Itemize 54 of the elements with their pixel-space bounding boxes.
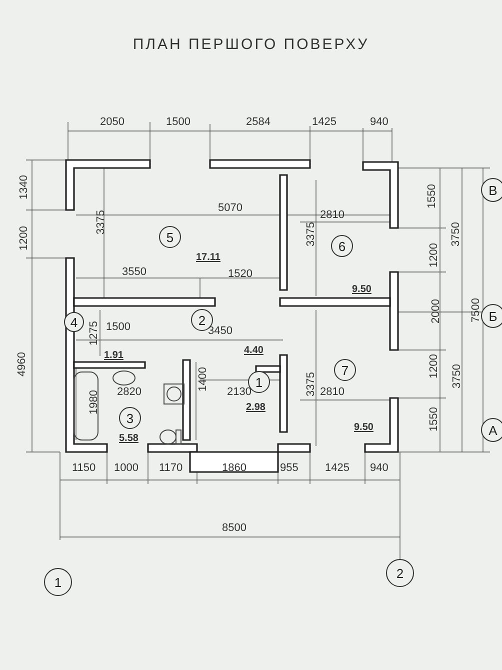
room-number: 5 <box>159 226 181 248</box>
room-number: 7 <box>334 359 356 381</box>
dimension-value: 3750 <box>450 222 462 246</box>
room-area: 9.50 <box>352 284 372 295</box>
dimension-value: 3550 <box>122 266 146 278</box>
dimension-value: 1200 <box>428 243 440 268</box>
dimension-value: 1200 <box>18 226 30 250</box>
dimension-value: 7500 <box>470 298 482 322</box>
plan-title: ПЛАН ПЕРШОГО ПОВЕРХУ <box>132 36 370 53</box>
dimension-value: 940 <box>370 116 388 128</box>
room-number: 3 <box>119 407 141 429</box>
dimension-value: 1200 <box>428 354 440 378</box>
dimension-value: 1500 <box>106 321 130 333</box>
dimension-value: 2810 <box>320 386 344 398</box>
axis-marker: А <box>481 418 502 442</box>
dimension-value: 1550 <box>426 184 438 208</box>
dimension-value: 1275 <box>88 321 100 346</box>
dimension-value: 1425 <box>312 116 336 128</box>
axis-marker: 1 <box>44 568 72 596</box>
dimension-value: 1500 <box>166 116 190 128</box>
dimension-value: 3375 <box>305 372 317 396</box>
room-area: 4.40 <box>244 345 264 356</box>
dimension-value: 3375 <box>95 210 107 234</box>
axis-marker: Б <box>481 304 502 328</box>
dimension-value: 3375 <box>305 222 317 246</box>
room-area: 17.11 <box>196 252 220 263</box>
dimension-value: 940 <box>370 462 388 474</box>
room-area: 2.98 <box>246 402 266 413</box>
dimension-value: 1340 <box>18 175 30 200</box>
dimension-value: 1980 <box>88 390 100 414</box>
dimension-value: 1550 <box>428 407 440 432</box>
dimension-value: 1860 <box>222 462 246 474</box>
room-area: 5.58 <box>119 433 138 444</box>
dimension-value: 1425 <box>325 462 350 474</box>
dimension-value: 2050 <box>100 116 124 128</box>
room-number: 4 <box>64 312 84 332</box>
dimension-value: 1400 <box>197 367 209 392</box>
dimension-value: 2584 <box>246 116 270 128</box>
dimension-value: 1000 <box>114 462 138 474</box>
axis-marker: 2 <box>386 559 414 587</box>
dimension-value: 5070 <box>218 202 242 214</box>
axis-marker: В <box>481 178 502 202</box>
dimension-value: 1520 <box>228 268 252 280</box>
dimension-value: 4960 <box>16 352 28 376</box>
dimension-value: 1170 <box>159 462 183 474</box>
room-area: 1.91 <box>104 350 124 361</box>
room-number: 6 <box>331 235 353 257</box>
room-area: 9.50 <box>354 422 374 433</box>
dimension-value: 8500 <box>222 522 246 534</box>
dimension-value: 2820 <box>117 386 142 398</box>
dimension-value: 3750 <box>451 364 463 388</box>
dimension-value: 955 <box>280 462 298 474</box>
dimension-value: 2000 <box>430 299 442 324</box>
dimension-value: 1150 <box>72 462 96 474</box>
